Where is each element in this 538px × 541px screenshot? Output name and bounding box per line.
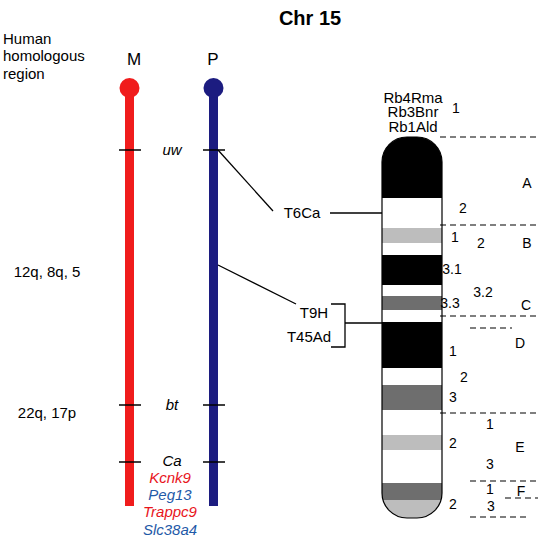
allele-label: M	[127, 50, 141, 70]
band-number: 2	[477, 235, 485, 251]
translocation-label: T6Ca	[284, 204, 321, 221]
band-boundaries	[440, 137, 538, 517]
translocation-label: T9H	[300, 304, 328, 321]
homology-region: 12q, 8q, 5	[14, 263, 81, 280]
band-number: 2	[449, 496, 457, 512]
gene-label: Slc38a4	[143, 521, 197, 538]
robertsonian-label: Rb3Bnr	[388, 103, 439, 120]
maternal-centromere	[120, 78, 140, 98]
band-number: 3	[487, 498, 495, 514]
gene-label: Kcnk9	[149, 469, 191, 486]
region-letter: C	[521, 297, 531, 313]
allele-label: P	[207, 50, 218, 70]
gene-label: Peg13	[148, 486, 191, 503]
region-letter: E	[515, 439, 524, 455]
band-number: 3.1	[442, 261, 461, 277]
leader-lines	[218, 150, 386, 347]
band-number: 2	[459, 200, 467, 216]
homology-heading: Human homologous region	[3, 30, 93, 82]
region-letter: B	[522, 235, 531, 251]
ideogram-bands	[382, 137, 442, 518]
region-letter: F	[517, 483, 526, 499]
band-number: 3	[486, 456, 494, 472]
band-number: 3.2	[473, 284, 492, 300]
marker-ticks	[119, 150, 225, 462]
band-number: 2	[449, 435, 457, 451]
robertsonian-label: Rb1Ald	[388, 118, 437, 135]
band-number: 3.3	[440, 295, 459, 311]
band-number: 1	[452, 100, 460, 116]
ideogram-outline	[382, 137, 442, 518]
band-number: 1	[486, 416, 494, 432]
marker-label: uw	[162, 141, 181, 158]
band-number: 1	[451, 229, 459, 245]
translocation-label: T45Ad	[287, 328, 331, 345]
marker-label: bt	[166, 396, 179, 413]
paternal-centromere	[204, 78, 224, 98]
region-letter: D	[515, 335, 525, 351]
homology-region: 22q, 17p	[18, 404, 76, 421]
band-number: 1	[486, 481, 494, 497]
marker-label: Ca	[162, 452, 181, 469]
figure-title: Chr 15	[279, 7, 341, 30]
band-number: 2	[460, 369, 468, 385]
region-letter: A	[522, 175, 531, 191]
band-number: 1	[449, 343, 457, 359]
gene-label: Trappc9	[143, 503, 197, 520]
band-number: 3	[449, 389, 457, 405]
